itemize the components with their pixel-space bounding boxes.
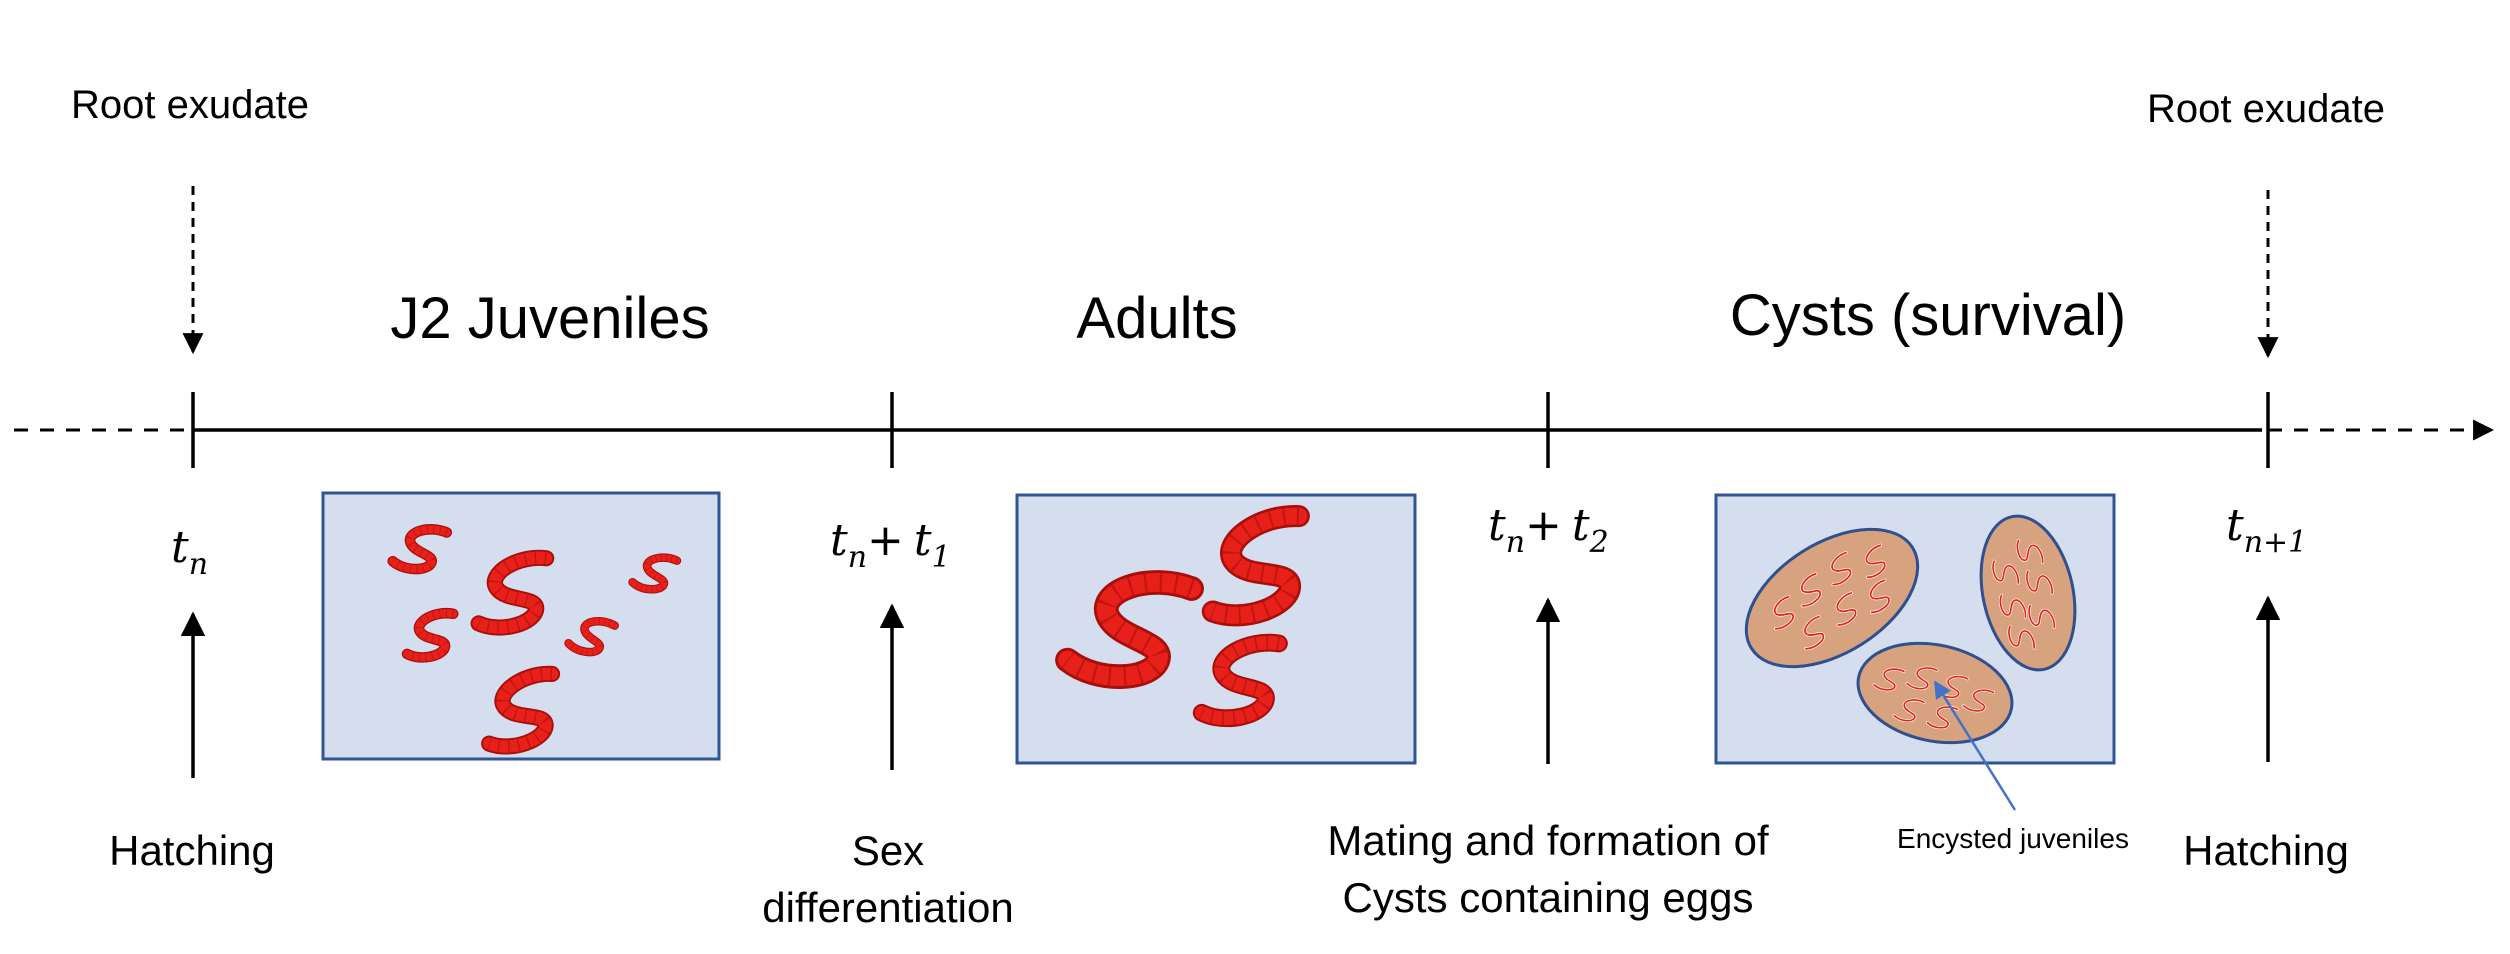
encysted-pointer-arrow bbox=[1933, 680, 2017, 811]
stage-title-adults: Adults bbox=[1076, 286, 1237, 351]
event-mating-line2: Cysts containing eggs bbox=[1343, 874, 1754, 921]
panel-adults bbox=[1015, 493, 1417, 765]
encysted-juveniles-label: Encysted juveniles bbox=[1897, 823, 2129, 854]
stage-title-cysts: Cysts (survival) bbox=[1730, 283, 2126, 348]
root-exudate-label-left: Root exudate bbox=[71, 83, 309, 127]
root-exudate-left-group: Root exudate bbox=[71, 83, 309, 355]
event-sex-line1: Sex bbox=[852, 827, 924, 874]
root-exudate-right-group: Root exudate bbox=[2147, 87, 2385, 359]
stage-title-j2: J2 Juveniles bbox=[390, 286, 709, 351]
time-label-tn: tn bbox=[171, 522, 208, 582]
event-mating-line1: Mating and formation of bbox=[1327, 817, 1769, 864]
time-label-tn-plus-t2: tn+t2 bbox=[1488, 500, 1609, 560]
cyst-icon bbox=[1744, 527, 1920, 669]
panel-cysts bbox=[1714, 493, 2116, 765]
event-hatching-right: Hatching bbox=[2183, 827, 2349, 874]
root-exudate-label-right: Root exudate bbox=[2147, 87, 2385, 131]
time-label-tn1: tn+1 bbox=[2226, 500, 2307, 560]
panel-j2-juveniles bbox=[321, 491, 721, 761]
timeline bbox=[14, 392, 2495, 468]
time-label-tn-plus-t1: tn+t1 bbox=[830, 515, 951, 575]
cyst-icon bbox=[1979, 514, 2077, 672]
event-sex-line2: differentiation bbox=[762, 884, 1013, 931]
event-hatching-left: Hatching bbox=[109, 827, 275, 874]
